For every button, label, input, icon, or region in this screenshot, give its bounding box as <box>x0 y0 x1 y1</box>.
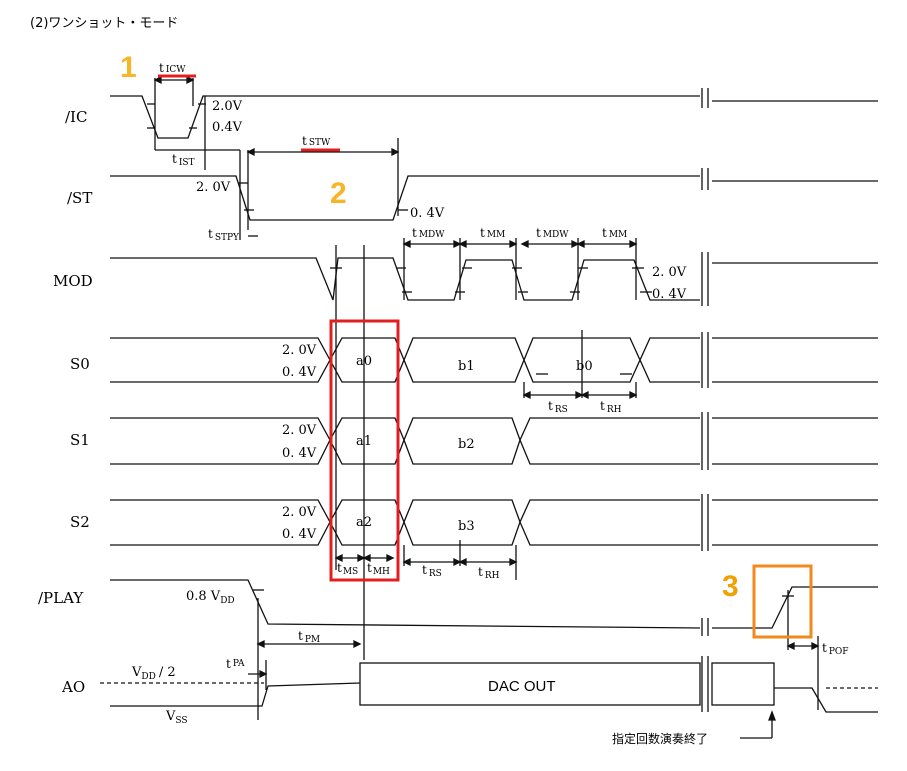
st-low-level: 0. 4V <box>410 206 445 221</box>
annotation-number-3: 3 <box>722 570 739 603</box>
dac-out-label: DAC OUT <box>488 678 556 695</box>
s0-low-level: 0. 4V <box>282 365 317 380</box>
end-note: 指定回数演奏終了 <box>612 731 708 746</box>
mod-low-level: 0. 4V <box>652 287 687 302</box>
st-high-level: 2. 0V <box>196 180 231 195</box>
s2-high-level: 2. 0V <box>282 505 317 520</box>
s0-high-level: 2. 0V <box>282 343 317 358</box>
signal-st-label: /ST <box>67 189 92 207</box>
mod-waveform <box>110 257 700 301</box>
s2-value-a2: a2 <box>356 515 372 530</box>
mod-high-level: 2. 0V <box>652 265 687 280</box>
annotation-red-box <box>329 319 400 582</box>
signal-s0-label: S0 <box>70 355 90 373</box>
annotation-number-2: 2 <box>330 177 347 210</box>
s1-bus-bottom <box>110 438 700 465</box>
s0-bus-bottom <box>110 358 700 383</box>
s1-high-level: 2. 0V <box>282 423 317 438</box>
play-threshold-level: 0.8 VDD <box>186 589 235 606</box>
st-waveform <box>110 175 700 221</box>
ao-vss-level: VSS <box>165 709 188 726</box>
s0-value-a0: a0 <box>356 354 372 369</box>
s1-bus-top <box>110 417 700 442</box>
annotation-number-1: 1 <box>120 51 137 84</box>
s2-bus-bottom <box>110 520 700 546</box>
s0-value-b1: b1 <box>458 359 475 374</box>
signal-play-label: /PLAY <box>38 589 84 607</box>
s2-value-b3: b3 <box>458 519 475 534</box>
s1-value-b2: b2 <box>458 437 475 452</box>
s0-bus-top <box>110 337 700 362</box>
play-waveform <box>110 579 701 629</box>
page-title: (2)ワンショット・モード <box>30 16 178 31</box>
signal-s2-label: S2 <box>70 513 90 531</box>
ic-waveform <box>110 95 700 139</box>
signal-ic-label: /IC <box>65 108 87 126</box>
s1-value-a1: a1 <box>356 434 372 449</box>
signal-mod-label: MOD <box>53 272 93 290</box>
dac-out-block-tail <box>711 662 775 706</box>
s1-low-level: 0. 4V <box>282 446 317 461</box>
ao-waveform <box>110 682 361 707</box>
s2-bus-top <box>110 499 700 524</box>
ao-tail <box>774 687 878 713</box>
dac-out-block <box>359 662 701 706</box>
s0-value-b0: b0 <box>576 359 593 374</box>
play-waveform-tail <box>712 586 878 629</box>
ic-low-level: 0.4V <box>212 120 243 135</box>
ic-high-level: 2.0V <box>212 99 243 114</box>
signal-s1-label: S1 <box>70 431 90 449</box>
ao-vdd-half-level: VDD/ 2 <box>131 665 176 682</box>
break-marks <box>701 88 709 712</box>
timing-tmh: tMH <box>367 561 390 577</box>
timing-tms: tMS <box>337 561 358 577</box>
annotation-orange-box <box>752 564 813 639</box>
s2-low-level: 0. 4V <box>282 527 317 542</box>
signal-ao-label: AO <box>61 678 85 696</box>
